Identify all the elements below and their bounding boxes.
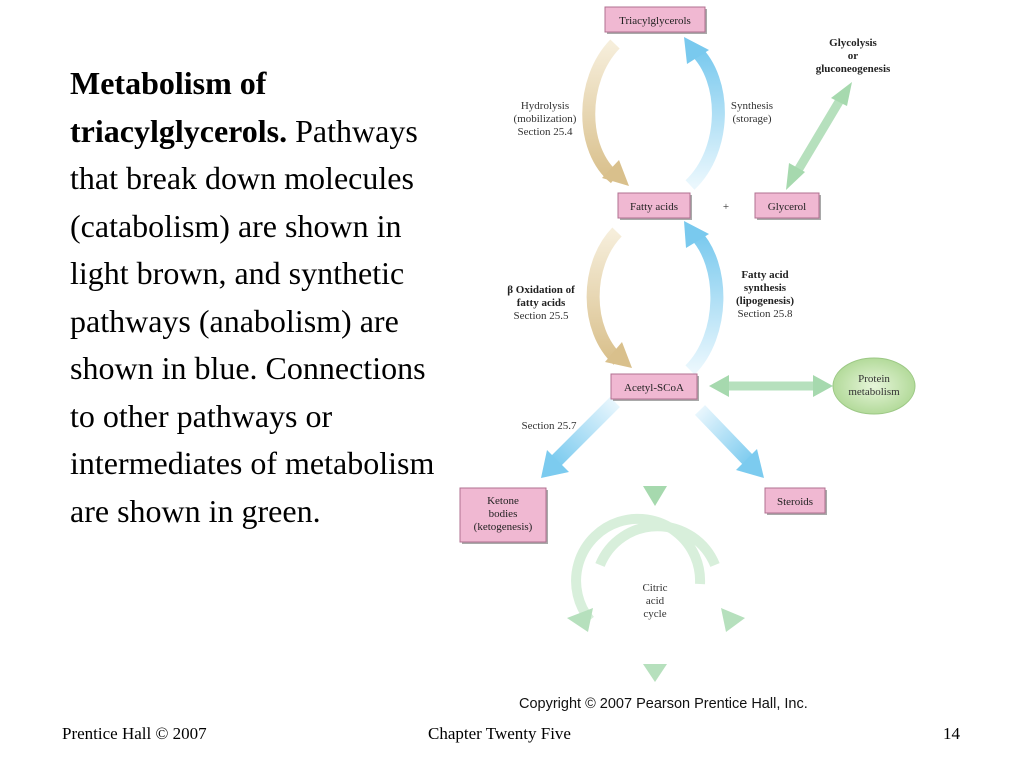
fatty-acids-node: Fatty acids	[617, 192, 692, 220]
beta-oxidation-label: β Oxidation of fatty acids Section 25.5	[507, 284, 575, 322]
fa-synth-line1: Fatty acid	[741, 269, 788, 281]
glycolysis-line1: Glycolysis	[829, 37, 877, 49]
beta-ox-line2: fatty acids	[517, 297, 566, 309]
triacylglycerols-node: Triacylglycerols	[604, 6, 707, 34]
footer-chapter: Chapter Twenty Five	[428, 724, 571, 743]
hydrolysis-line2: (mobilization)	[514, 113, 577, 125]
hydrolysis-arrow	[582, 39, 629, 186]
protein-arrow	[709, 375, 833, 397]
glycolysis-arrow	[786, 82, 852, 190]
triacylglycerols-label: Triacylglycerols	[619, 15, 691, 27]
steroids-label: Steroids	[777, 496, 813, 508]
slide-title: Metabolism of triacylglycerols.	[70, 65, 288, 149]
fatty-acids-label: Fatty acids	[630, 201, 678, 213]
fa-synth-line3: (lipogenesis)	[736, 295, 794, 307]
citric-acid-cycle-ring	[567, 513, 745, 682]
synthesis-arrow	[684, 37, 725, 190]
synthesis-line2: (storage)	[732, 113, 771, 125]
glycolysis-line2: or	[848, 50, 859, 62]
slide-text: Metabolism of triacylglycerols. Pathways…	[70, 60, 455, 535]
hydrolysis-label: Hydrolysis (mobilization) Section 25.4	[514, 100, 577, 138]
citric-label-line1: Citric	[642, 582, 667, 594]
glycerol-node: Glycerol	[754, 192, 821, 220]
ketogenesis-arrow	[541, 397, 620, 478]
hydrolysis-line1: Hydrolysis	[521, 100, 569, 112]
ketone-label-line2: bodies	[489, 508, 518, 520]
glycolysis-line3: gluconeogenesis	[816, 63, 891, 75]
plus-sign: +	[723, 201, 729, 213]
section-25-7-label: Section 25.7	[522, 420, 577, 432]
protein-metabolism-node: Protein metabolism	[832, 357, 916, 415]
steroids-node: Steroids	[764, 487, 827, 515]
beta-ox-line1: β Oxidation of	[507, 284, 575, 296]
protein-label-line1: Protein	[858, 373, 890, 385]
ketone-bodies-node: Ketone bodies (ketogenesis)	[459, 487, 548, 544]
copyright-notice: Copyright © 2007 Pearson Prentice Hall, …	[519, 696, 808, 712]
acetyl-scoa-node: Acetyl-SCoA	[610, 373, 699, 401]
footer-publisher: Prentice Hall © 2007	[62, 724, 207, 743]
glycerol-label: Glycerol	[768, 201, 806, 213]
ketone-label-line3: (ketogenesis)	[474, 521, 533, 533]
fa-synth-line2: synthesis	[744, 282, 787, 294]
acetyl-scoa-label: Acetyl-SCoA	[624, 382, 684, 394]
ketone-label-line1: Ketone	[487, 495, 519, 507]
citric-acid-arrow	[643, 404, 667, 506]
beta-oxidation-arrow	[586, 227, 632, 368]
glycolysis-label: Glycolysis or gluconeogenesis	[816, 37, 891, 75]
protein-label-line2: metabolism	[848, 386, 900, 398]
hydrolysis-line3: Section 25.4	[518, 126, 573, 138]
citric-label-line3: cycle	[643, 608, 666, 620]
steroid-arrow	[694, 405, 764, 478]
slide-body: Pathways that break down molecules (cata…	[70, 112, 435, 529]
beta-ox-line3: Section 25.5	[514, 310, 569, 322]
citric-label-line2: acid	[646, 595, 665, 607]
footer-page-number: 14	[943, 724, 960, 743]
fa-synth-line4: Section 25.8	[738, 308, 793, 320]
fatty-acid-synthesis-arrow	[684, 221, 724, 375]
fatty-acid-synthesis-label: Fatty acid synthesis (lipogenesis) Secti…	[736, 269, 794, 320]
synthesis-label: Synthesis (storage)	[731, 100, 773, 125]
metabolism-diagram: Triacylglycerols Fatty acids + Glycerol …	[459, 6, 916, 712]
synthesis-line1: Synthesis	[731, 100, 773, 112]
